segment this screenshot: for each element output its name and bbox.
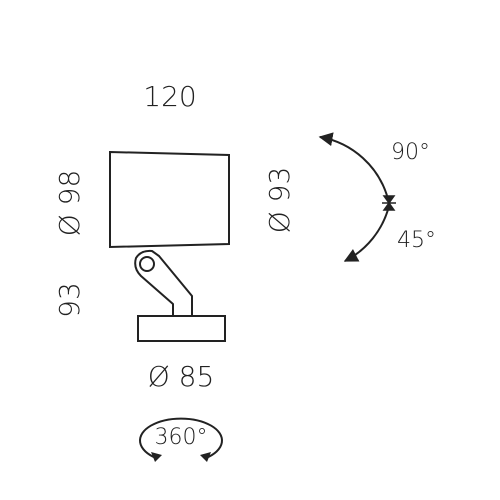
lamp-arm xyxy=(134,249,193,317)
rotation-arc xyxy=(139,417,223,459)
height-label: 93 xyxy=(53,282,86,318)
rotation-arrow-left-icon xyxy=(151,452,162,462)
head-diameter-right-label: Ø 93 xyxy=(263,167,296,234)
tilt-indicator: 90° 45° xyxy=(318,132,436,262)
lamp-base xyxy=(137,315,226,342)
pivot-joint xyxy=(139,256,155,272)
head-diameter-left-label: Ø 98 xyxy=(53,170,86,237)
tilt-up-label: 90° xyxy=(391,140,430,165)
rotation-arrow-right-icon xyxy=(200,452,211,462)
tilt-down-label: 45° xyxy=(397,228,436,253)
base-diameter-label: Ø 85 xyxy=(148,360,215,393)
rotation-label: 360° xyxy=(155,425,208,450)
lamp-head xyxy=(109,150,230,249)
width-label: 120 xyxy=(143,80,196,113)
tilt-zero-marker xyxy=(382,195,396,211)
rotation-indicator: 360° xyxy=(139,417,223,462)
tilt-up-arc xyxy=(318,132,389,200)
tilt-down-arc xyxy=(343,205,390,262)
